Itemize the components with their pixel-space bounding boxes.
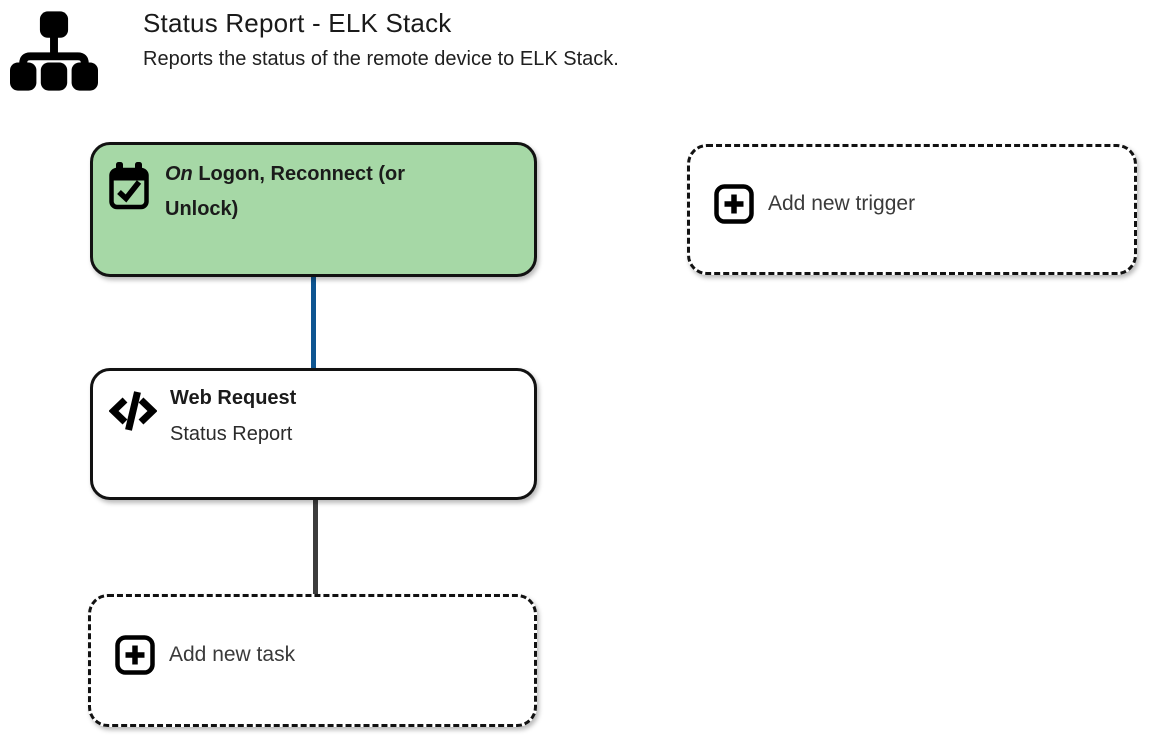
calendar-check-icon <box>109 162 149 210</box>
add-new-task-label: Add new task <box>169 642 296 666</box>
trigger-event-rest: Logon, Reconnect (or Unlock) <box>165 163 405 220</box>
add-new-trigger-button[interactable]: Add new trigger <box>687 144 1137 275</box>
header: Status Report - ELK Stack Reports the st… <box>143 8 619 71</box>
plus-square-icon <box>714 183 754 224</box>
task-node-web-request[interactable]: Web Request Status Report <box>90 368 537 500</box>
code-icon <box>109 391 157 431</box>
trigger-node-logon[interactable]: On Logon, Reconnect (or Unlock) <box>90 142 537 277</box>
page-title: Status Report - ELK Stack <box>143 8 452 38</box>
add-new-trigger-label: Add new trigger <box>768 191 916 215</box>
add-new-task-button[interactable]: Add new task <box>88 594 537 727</box>
sitemap-icon <box>10 11 98 91</box>
task-node-text: Web Request Status Report <box>170 381 296 452</box>
task-node-title: Web Request <box>170 387 297 409</box>
task-node-subtitle: Status Report <box>170 423 293 445</box>
trigger-event-word: On <box>165 163 193 185</box>
page-subtitle: Reports the status of the remote device … <box>143 48 619 70</box>
plus-square-icon <box>115 634 155 675</box>
connector-trigger-to-task <box>311 270 316 374</box>
trigger-node-label: On Logon, Reconnect (or Unlock) <box>165 157 483 227</box>
connector-task-to-add <box>313 494 318 600</box>
